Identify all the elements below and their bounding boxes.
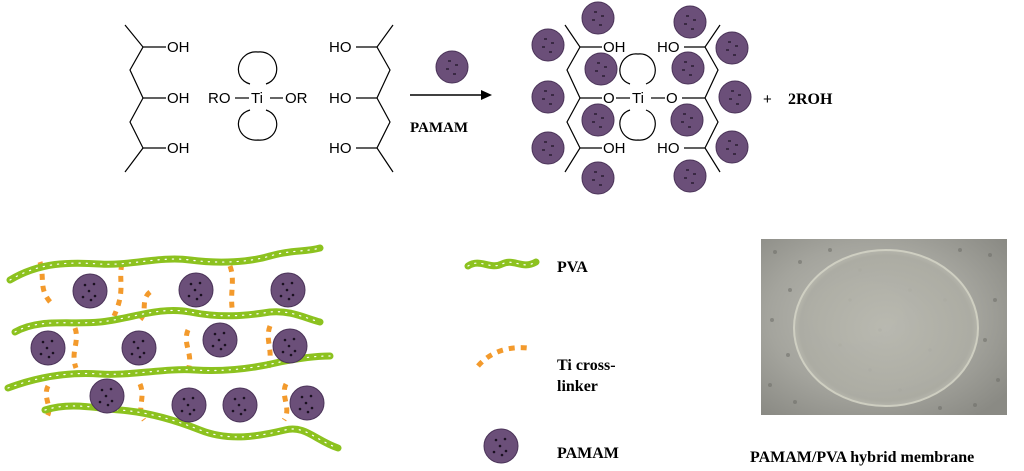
ti-crosslinkers <box>37 261 290 422</box>
membrane-network-schematic <box>4 244 342 452</box>
svg-text:Ti: Ti <box>632 90 644 107</box>
membrane-photo: PAMAM/PVA hybrid membrane <box>750 239 1007 466</box>
svg-text:OH: OH <box>603 39 626 56</box>
ti-label: Ti <box>251 90 263 107</box>
oh-label: OH <box>167 140 190 157</box>
legend: PVA Ti cross- linker PAMAM <box>464 258 619 464</box>
legend-pamam: PAMAM <box>483 428 619 464</box>
pva-chain-right-structure: HO HO HO <box>329 24 394 173</box>
or-label: OR <box>285 90 308 107</box>
legend-ti: Ti cross- linker <box>476 345 616 395</box>
svg-text:O: O <box>603 90 615 107</box>
byproduct-label: 2ROH <box>788 91 833 108</box>
product-complex: OH O OH Ti O HO HO <box>531 1 752 195</box>
pamam-reagent <box>435 50 469 84</box>
legend-ti-label-line1: Ti cross- <box>557 357 616 374</box>
ro-label: RO <box>208 90 231 107</box>
reaction-arrow <box>410 90 492 100</box>
pva-chain-left-structure: OH OH OH <box>124 24 190 173</box>
svg-text:O: O <box>666 90 678 107</box>
oh-label: OH <box>167 90 190 107</box>
legend-pva: PVA <box>464 258 588 276</box>
legend-ti-label-line2: linker <box>557 378 598 395</box>
svg-text:HO: HO <box>657 140 680 157</box>
ho-label: HO <box>329 39 352 56</box>
plus-sign: + <box>763 91 772 108</box>
svg-text:HO: HO <box>657 39 680 56</box>
photo-caption: PAMAM/PVA hybrid membrane <box>750 449 974 466</box>
ho-label: HO <box>329 90 352 107</box>
ho-label: HO <box>329 140 352 157</box>
membrane-disc <box>793 249 979 407</box>
legend-pva-label: PVA <box>557 259 588 276</box>
titanium-alkoxide-structure: RO Ti OR <box>208 51 308 141</box>
pamam-spheres <box>30 272 325 423</box>
svg-text:OH: OH <box>603 140 626 157</box>
oh-label: OH <box>167 39 190 56</box>
legend-pamam-label: PAMAM <box>557 445 619 462</box>
arrow-label: PAMAM <box>410 120 468 136</box>
